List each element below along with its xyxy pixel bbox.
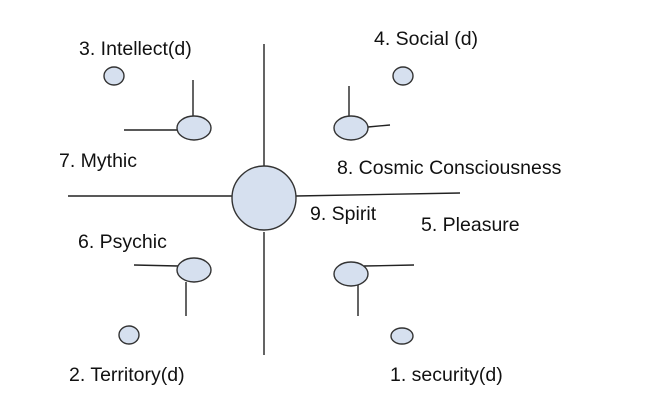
label-cosmic-consciousness: 8. Cosmic Consciousness [337,157,562,179]
label-social: 4. Social (d) [374,28,478,50]
stem-lower-left-horizontal [133,264,179,267]
spirit-center-node [231,165,297,231]
label-mythic: 7. Mythic [59,150,137,172]
stem-upper-right-horizontal [367,124,391,128]
node-stems [124,80,415,316]
labels: 3. Intellect(d) 4. Social (d) 7. Mythic … [59,28,562,386]
main-axes [68,44,461,355]
territory-small-node [118,325,140,345]
security-small-node [390,327,414,345]
label-security: 1. security(d) [390,364,503,386]
intellect-small-node [103,66,125,86]
lower-right-mid-node [333,261,369,287]
label-pleasure: 5. Pleasure [421,214,520,236]
social-small-node [392,66,414,86]
nodes [103,66,414,345]
horizontal-axis-right [295,192,461,197]
upper-left-mid-node [176,115,212,141]
label-territory: 2. Territory(d) [69,364,185,386]
label-psychic: 6. Psychic [78,231,167,253]
label-intellect: 3. Intellect(d) [79,38,192,60]
stem-lower-right-horizontal [363,264,415,267]
lower-left-mid-node [176,257,212,283]
label-spirit: 9. Spirit [310,203,377,225]
upper-right-mid-node [333,115,369,141]
